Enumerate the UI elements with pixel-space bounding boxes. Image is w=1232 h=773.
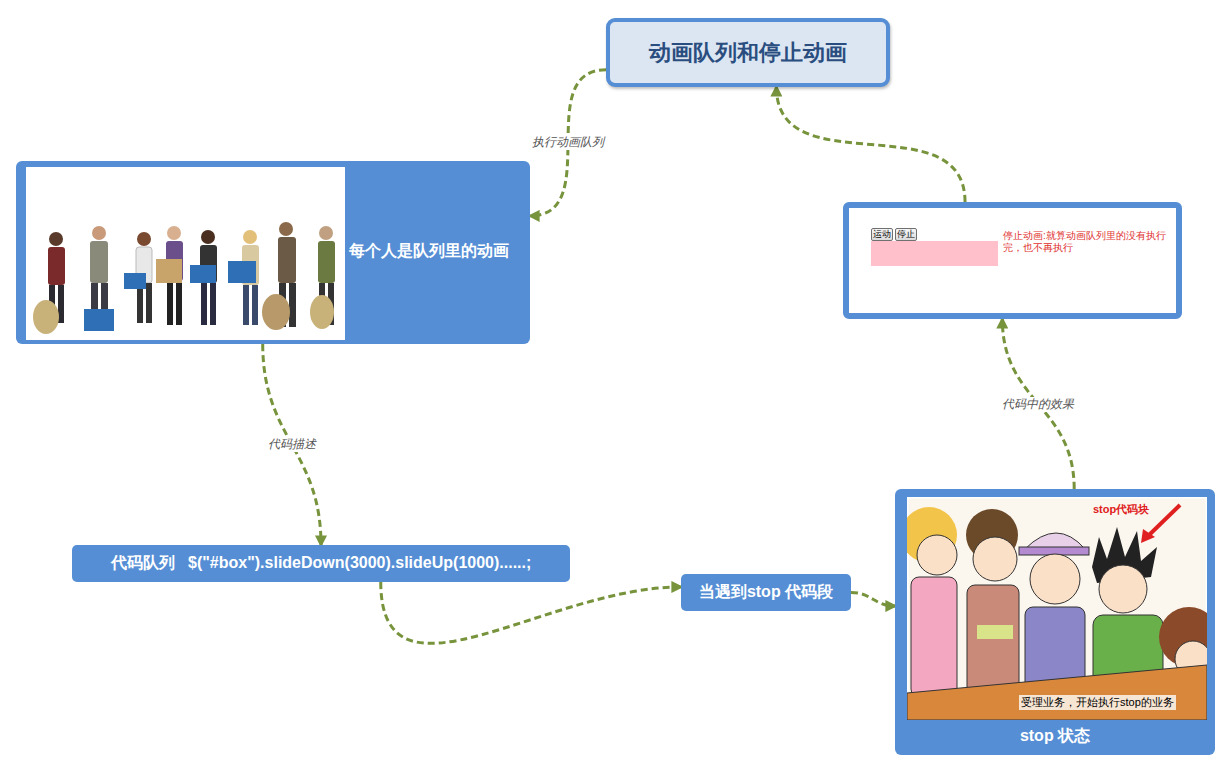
connector [776,87,965,202]
node-text: 停止 [897,229,915,240]
stop-cartoon [907,497,1207,720]
note-label: 受理业务，开始执行stop的业务 [1019,695,1176,710]
effect-panel: 停止动画:就算动画队列里的没有执行完，也不再执行 运动停止 [843,202,1182,319]
edge-label: 代码中的效果 [999,397,1077,412]
node-text: 每个人是队列里的动画 [349,241,509,262]
title-box: 动画队列和停止动画 [606,18,890,87]
node-text: 停止动画:就算动画队列里的没有执行完，也不再执行 [1003,230,1173,254]
process-box: 当遇到stop 代码段 [681,574,851,611]
node-text: stop 状态 [895,726,1215,747]
edge-label: 代码描述 [265,437,319,452]
edge-label: 执行动画队列 [529,135,607,150]
queue-photo [26,167,345,340]
process-box: 代码队列 $("#box").slideDown(3000).slideUp(1… [72,545,570,582]
connector [381,582,681,643]
state-box: stop 状态 stop代码块受理业务，开始执行stop的业务 [895,489,1215,755]
photo-box: 每个人是队列里的动画 [16,161,530,344]
connector [263,344,321,545]
note-label: stop代码块 [1093,502,1149,517]
connector [851,593,895,607]
node-text: 动画队列和停止动画 [649,38,847,68]
node-text: 运动 [873,229,891,240]
ui-button: 运动 [871,228,893,241]
ui-button: 停止 [895,228,917,241]
animated-box [871,241,998,266]
node-text: 代码队列 $("#box").slideDown(3000).slideUp(1… [111,553,532,574]
node-text: 当遇到stop 代码段 [699,582,833,603]
connector [530,70,606,216]
